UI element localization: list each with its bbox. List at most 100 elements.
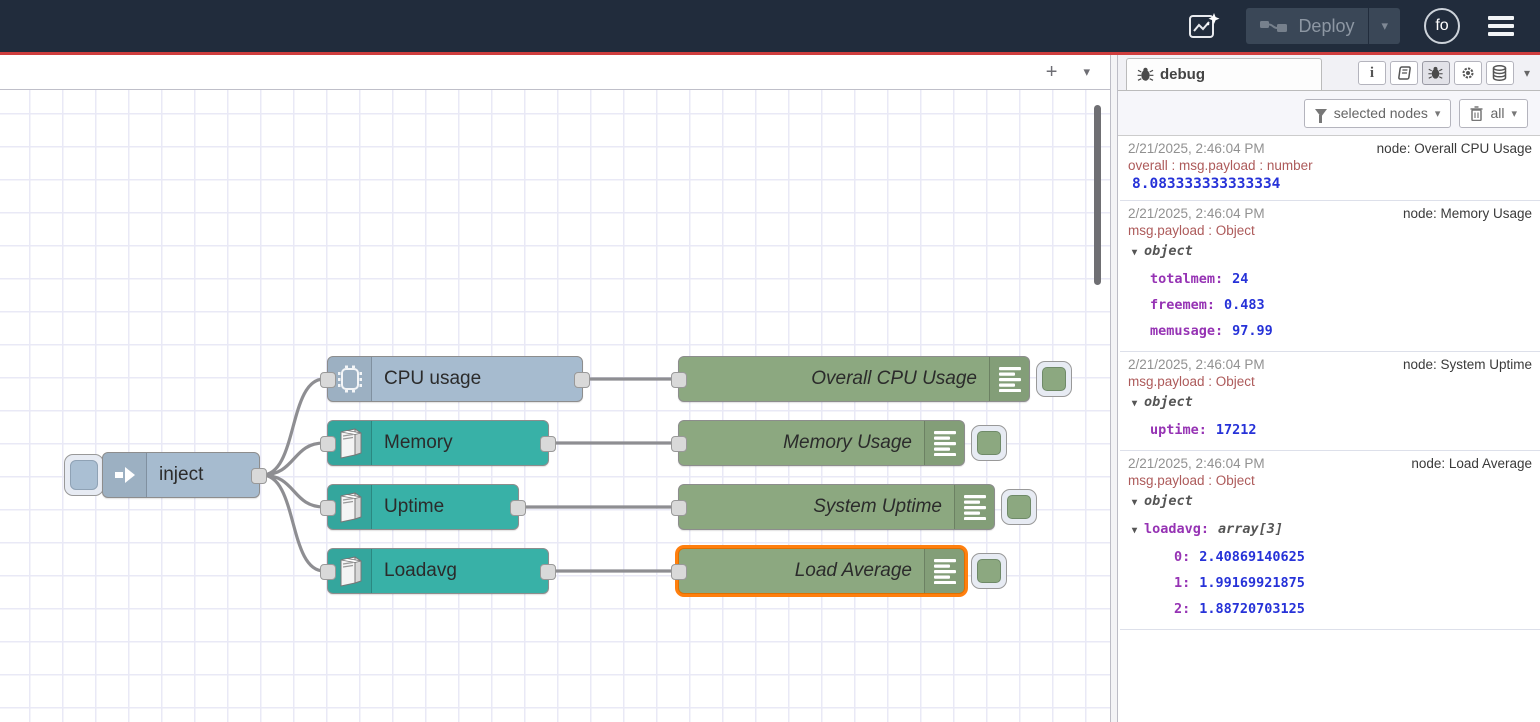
message-property: overall : msg.payload : number: [1128, 158, 1532, 173]
array-index: 2:: [1174, 596, 1190, 622]
node-input-port[interactable]: [320, 372, 336, 388]
array-row[interactable]: ▾ loadavg: array[3]: [1128, 516, 1532, 544]
flow-node-system-uptime[interactable]: System Uptime: [678, 484, 995, 530]
debug-list-icon: [924, 421, 964, 465]
debug-enable-toggle[interactable]: [1036, 361, 1072, 397]
add-flow-button[interactable]: +: [1046, 62, 1058, 82]
number-value: 2.40869140625: [1199, 544, 1305, 570]
sidebar: debug i: [1118, 55, 1540, 722]
node-output-port[interactable]: [540, 564, 556, 580]
message-node-ref[interactable]: node: Overall CPU Usage: [1377, 141, 1532, 156]
debug-toggle-inner: [977, 559, 1001, 583]
collapse-caret-icon[interactable]: ▾: [1132, 240, 1144, 266]
help-tab-icon[interactable]: [1390, 61, 1418, 85]
sidebar-resize-handle[interactable]: [1110, 55, 1118, 722]
inject-trigger-button[interactable]: [64, 454, 104, 496]
deploy-button-main[interactable]: Deploy: [1246, 8, 1368, 44]
array-item-row: 2: 1.88720703125: [1128, 596, 1532, 622]
node-output-port[interactable]: [510, 500, 526, 516]
canvas-vertical-scrollbar[interactable]: [1094, 105, 1101, 285]
debug-message[interactable]: 2/21/2025, 2:46:04 PM node: Load Average…: [1120, 451, 1540, 630]
debug-message-list[interactable]: 2/21/2025, 2:46:04 PM node: Overall CPU …: [1118, 135, 1540, 722]
main-menu-icon[interactable]: [1484, 12, 1518, 40]
node-output-port[interactable]: [540, 436, 556, 452]
node-label: Memory Usage: [679, 421, 924, 465]
debug-message[interactable]: 2/21/2025, 2:46:04 PM node: Overall CPU …: [1120, 136, 1540, 201]
key-value-row: uptime: 17212: [1128, 417, 1532, 443]
collapse-caret-icon[interactable]: ▾: [1132, 391, 1144, 417]
deploy-chevron-down-icon[interactable]: ▾: [1369, 18, 1400, 34]
message-node-ref[interactable]: node: Memory Usage: [1403, 206, 1532, 221]
assistant-icon[interactable]: [1186, 9, 1222, 43]
message-value: 8.083333333333334: [1128, 173, 1532, 193]
node-label: Uptime: [372, 485, 518, 529]
array-index: 0:: [1174, 544, 1190, 570]
object-key: totalmem:: [1150, 266, 1223, 292]
flow-node-cpu-usage[interactable]: CPU usage: [327, 356, 583, 402]
message-node-ref[interactable]: node: Load Average: [1411, 456, 1532, 471]
collapse-caret-icon[interactable]: ▾: [1132, 490, 1144, 516]
user-avatar[interactable]: fo: [1424, 8, 1460, 44]
debug-tab-icon[interactable]: [1422, 61, 1450, 85]
array-type-label: array[3]: [1218, 516, 1283, 542]
node-output-port[interactable]: [251, 468, 267, 484]
debug-message[interactable]: 2/21/2025, 2:46:04 PM node: System Uptim…: [1120, 352, 1540, 451]
message-timestamp: 2/21/2025, 2:46:04 PM: [1128, 141, 1265, 156]
object-key: memusage:: [1150, 318, 1223, 344]
flow-node-uptime[interactable]: Uptime: [327, 484, 519, 530]
node-input-port[interactable]: [671, 436, 687, 452]
debug-toggle-inner: [1042, 367, 1066, 391]
object-row[interactable]: ▾ object: [1128, 488, 1532, 516]
node-label: Load Average: [679, 549, 924, 593]
inject-trigger-inner: [70, 460, 98, 490]
node-input-port[interactable]: [320, 500, 336, 516]
node-output-port[interactable]: [574, 372, 590, 388]
info-tab-icon[interactable]: i: [1358, 61, 1386, 85]
clear-messages-button[interactable]: all ▾: [1459, 99, 1528, 128]
filter-nodes-button[interactable]: selected nodes ▾: [1304, 99, 1452, 128]
flow-canvas[interactable]: inject CPU us: [0, 90, 1110, 722]
sidebar-tabbar: debug i: [1118, 55, 1540, 91]
flow-list-chevron-down-icon[interactable]: ▾: [1083, 64, 1090, 80]
context-data-database-icon[interactable]: [1486, 61, 1514, 85]
trash-icon: [1470, 106, 1483, 121]
node-input-port[interactable]: [320, 436, 336, 452]
deploy-button[interactable]: Deploy ▾: [1246, 8, 1400, 44]
flow-node-inject[interactable]: inject: [102, 452, 260, 498]
node-input-port[interactable]: [671, 372, 687, 388]
message-timestamp: 2/21/2025, 2:46:04 PM: [1128, 206, 1265, 221]
node-label: System Uptime: [679, 485, 954, 529]
number-value: 17212: [1216, 417, 1257, 443]
message-property: msg.payload : Object: [1128, 223, 1532, 238]
object-key: uptime:: [1150, 417, 1207, 443]
filter-funnel-icon: [1315, 109, 1327, 117]
debug-list-icon: [954, 485, 994, 529]
sidebar-menu-chevron-down-icon[interactable]: ▾: [1524, 66, 1530, 80]
array-item-row: 1: 1.99169921875: [1128, 570, 1532, 596]
message-timestamp: 2/21/2025, 2:46:04 PM: [1128, 456, 1265, 471]
config-gear-icon[interactable]: [1454, 61, 1482, 85]
debug-enable-toggle[interactable]: [971, 553, 1007, 589]
debug-message[interactable]: 2/21/2025, 2:46:04 PM node: Memory Usage…: [1120, 201, 1540, 352]
object-row[interactable]: ▾ object: [1128, 238, 1532, 266]
tab-debug[interactable]: debug: [1126, 58, 1322, 90]
debug-enable-toggle[interactable]: [1001, 489, 1037, 525]
filter-nodes-label: selected nodes: [1334, 105, 1428, 121]
flow-node-memory[interactable]: Memory: [327, 420, 549, 466]
deploy-nodes-icon: [1260, 18, 1288, 34]
object-label: object: [1144, 238, 1193, 264]
key-value-row: memusage: 97.99: [1128, 318, 1532, 344]
flow-node-memory-usage[interactable]: Memory Usage: [678, 420, 965, 466]
object-row[interactable]: ▾ object: [1128, 389, 1532, 417]
flow-node-load-average[interactable]: Load Average: [678, 548, 965, 594]
debug-enable-toggle[interactable]: [971, 425, 1007, 461]
flow-node-overall-cpu-usage[interactable]: Overall CPU Usage: [678, 356, 1030, 402]
flow-node-loadavg[interactable]: Loadavg: [327, 548, 549, 594]
node-input-port[interactable]: [671, 564, 687, 580]
collapse-caret-icon[interactable]: ▾: [1132, 518, 1144, 544]
wires-layer: [0, 90, 1110, 722]
message-node-ref[interactable]: node: System Uptime: [1403, 357, 1532, 372]
node-input-port[interactable]: [671, 500, 687, 516]
object-key: loadavg:: [1144, 516, 1209, 542]
node-input-port[interactable]: [320, 564, 336, 580]
